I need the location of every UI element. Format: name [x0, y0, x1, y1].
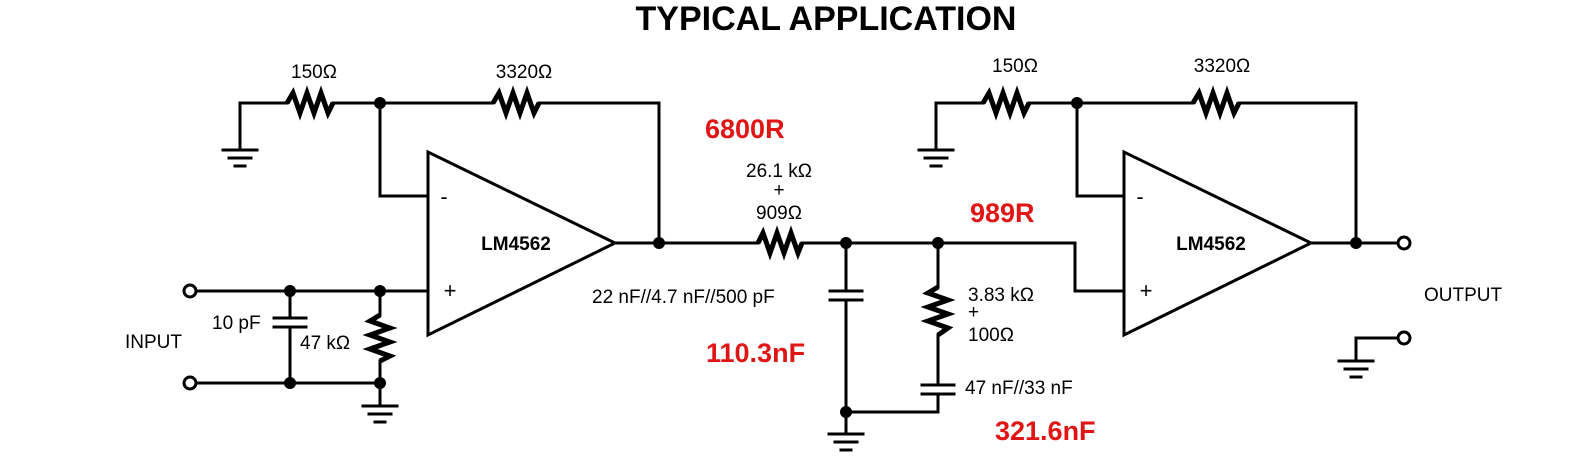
input-capacitor-label: 10 pF	[212, 313, 261, 334]
filter-shunt-cap-wire	[844, 241, 940, 414]
filter-shunt-r-label-2: 100Ω	[968, 325, 1014, 346]
filter-network: 26.1 kΩ + 909Ω 22 nF//4.7 nF//500 pF 3.8…	[592, 161, 1130, 452]
input-resistor	[362, 312, 398, 364]
filter-series-capacitor	[920, 383, 956, 396]
input-terminal-negative[interactable]	[182, 375, 198, 391]
output-terminal-positive[interactable]	[1396, 235, 1412, 251]
stage2-inverting-wire	[1075, 101, 1126, 198]
input-terminal-positive[interactable]	[182, 283, 198, 299]
stage1-r-feedback-label: 3320Ω	[496, 62, 552, 83]
output-label: OUTPUT	[1424, 285, 1503, 306]
stage1-r-ground-label: 150Ω	[291, 62, 337, 83]
filter-series-r-label-1: 26.1 kΩ	[746, 161, 812, 182]
stage2-ground-symbol	[917, 148, 955, 168]
filter-shunt-r-plus: +	[968, 302, 979, 323]
input-capacitor	[272, 316, 308, 329]
stage2-minus-sign: -	[1136, 184, 1143, 209]
stage1-minus-sign: -	[440, 184, 447, 209]
input-label: INPUT	[125, 332, 182, 353]
stage2-opamp	[1122, 149, 1315, 338]
filter-shunt-capacitor	[828, 289, 864, 302]
annotation-shunt-capacitance: 110.3nF	[706, 338, 805, 368]
stage2-r-ground-label: 150Ω	[992, 56, 1038, 77]
annotation-shunt-resistance: 989R	[970, 198, 1035, 228]
filter-shunt-r-label-1: 3.83 kΩ	[968, 285, 1034, 306]
stage1-feedback-wire	[537, 101, 661, 245]
stage1-ground-symbol	[221, 148, 259, 168]
filter-series-resistor	[755, 225, 805, 261]
annotation-series-resistance: 6800R	[705, 114, 785, 144]
stage1-ground-wire	[238, 101, 289, 150]
input-resistor-label: 47 kΩ	[300, 333, 350, 354]
filter-main-wire	[800, 241, 1130, 293]
annotation-series-capacitance: 321.6nF	[995, 416, 1096, 446]
filter-series-r-label-2: 909Ω	[756, 203, 802, 224]
stage1-opamp	[426, 149, 619, 338]
input-ground-symbol	[361, 404, 399, 424]
diagram-title: TYPICAL APPLICATION	[636, 0, 1017, 38]
stage2-ground-wire	[934, 101, 985, 150]
filter-shunt-resistor	[920, 284, 956, 338]
stage1-opamp-label: LM4562	[481, 234, 551, 255]
output-return-wire	[1354, 336, 1400, 363]
filter-series-r-plus: +	[773, 180, 784, 201]
stage2-r-ground-resistor	[980, 85, 1032, 121]
stage2-plus-sign: +	[1140, 278, 1153, 303]
output-ground-symbol	[1337, 359, 1375, 379]
stage1-amplifier: 150Ω 3320Ω LM4562 - + 10 pF 47 kΩ	[125, 62, 760, 424]
stage2-amplifier: 150Ω 3320Ω LM4562 - + OUTPUT	[917, 56, 1503, 379]
stage2-r-feedback-resistor	[1190, 85, 1242, 121]
output-terminal-negative[interactable]	[1396, 330, 1412, 346]
stage1-r-feedback-resistor	[490, 85, 542, 121]
filter-shunt-cap-label: 22 nF//4.7 nF//500 pF	[592, 287, 775, 308]
stage1-r-ground-resistor	[284, 85, 336, 121]
stage2-r-feedback-label: 3320Ω	[1194, 56, 1250, 77]
stage2-feedback-wire	[1237, 101, 1358, 245]
filter-ground-symbol	[827, 432, 865, 452]
stage1-plus-sign: +	[444, 278, 457, 303]
stage1-inverting-wire	[378, 101, 430, 198]
filter-series-cap-label: 47 nF//33 nF	[965, 378, 1073, 399]
stage2-opamp-label: LM4562	[1176, 234, 1246, 255]
